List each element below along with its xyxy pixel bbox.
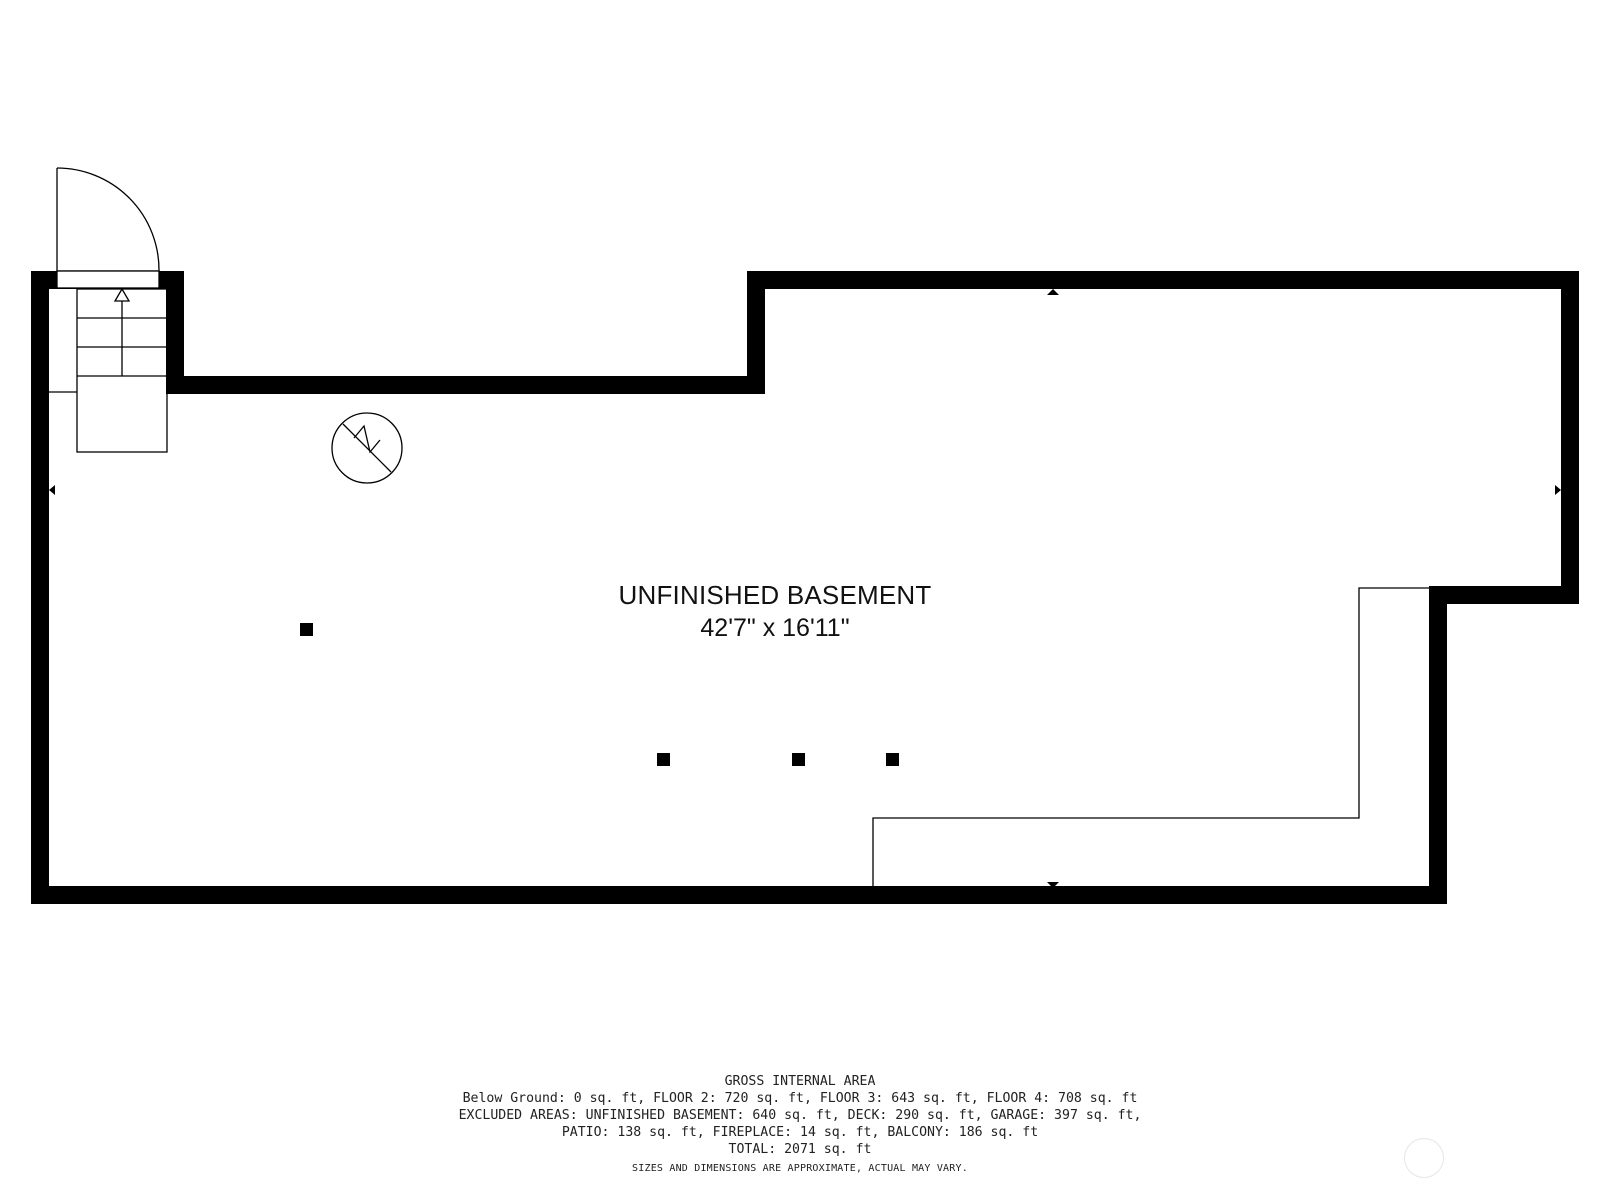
area-summary-line: EXCLUDED AREAS: UNFINISHED BASEMENT: 640… xyxy=(458,1108,1142,1123)
watermark-icon xyxy=(1404,1138,1444,1178)
area-summary-total: TOTAL: 2071 sq. ft xyxy=(728,1142,872,1157)
up-arrow-icon xyxy=(113,287,131,302)
support-post-icon xyxy=(300,623,899,766)
exterior-wall xyxy=(31,271,1579,904)
area-summary-line: PATIO: 138 sq. ft, FIREPLACE: 14 sq. ft,… xyxy=(561,1125,1039,1140)
room-dimensions: 42'7" x 16'11" xyxy=(700,614,850,642)
door-swing-icon xyxy=(56,167,160,289)
electric-symbol-icon xyxy=(331,412,403,484)
area-summary: GROSS INTERNAL AREA Below Ground: 0 sq. … xyxy=(400,1073,1200,1177)
wall-markers xyxy=(49,289,1561,888)
disclaimer-note: SIZES AND DIMENSIONS ARE APPROXIMATE, AC… xyxy=(632,1163,968,1174)
staircase xyxy=(49,288,168,453)
area-summary-line: Below Ground: 0 sq. ft, FLOOR 2: 720 sq.… xyxy=(462,1091,1138,1106)
area-summary-title: GROSS INTERNAL AREA xyxy=(724,1074,876,1089)
interior-outline xyxy=(872,587,1429,886)
room-name: UNFINISHED BASEMENT xyxy=(618,580,932,610)
